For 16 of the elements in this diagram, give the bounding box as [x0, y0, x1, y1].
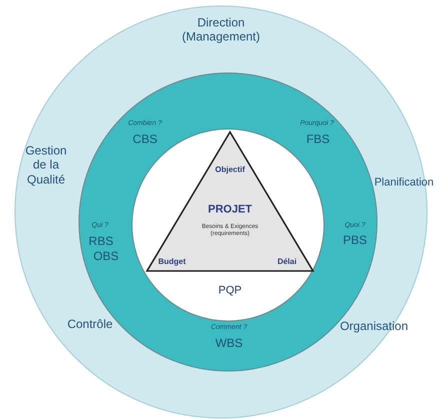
- vertex-label: Objectif: [215, 165, 245, 175]
- center-title: PROJET: [208, 203, 252, 217]
- section-label: Direction (Management): [180, 16, 262, 44]
- acronym-label: CBS: [132, 132, 158, 146]
- acronym-label: PBS: [343, 232, 367, 248]
- acronym-label: RBS: [88, 234, 114, 248]
- acronym-label: OBS: [93, 248, 119, 264]
- acronym-label: FBS: [306, 132, 330, 146]
- acronym-label: PQP: [218, 284, 242, 298]
- vertex-label: Délai: [277, 257, 297, 267]
- section-label: Gestion de la Qualité: [24, 143, 68, 187]
- vertex-label: Budget: [158, 257, 186, 267]
- section-label: Organisation: [340, 318, 408, 334]
- section-label: Planification: [374, 176, 434, 190]
- section-label: Contrôle: [67, 316, 113, 332]
- acronym-label: WBS: [215, 336, 243, 350]
